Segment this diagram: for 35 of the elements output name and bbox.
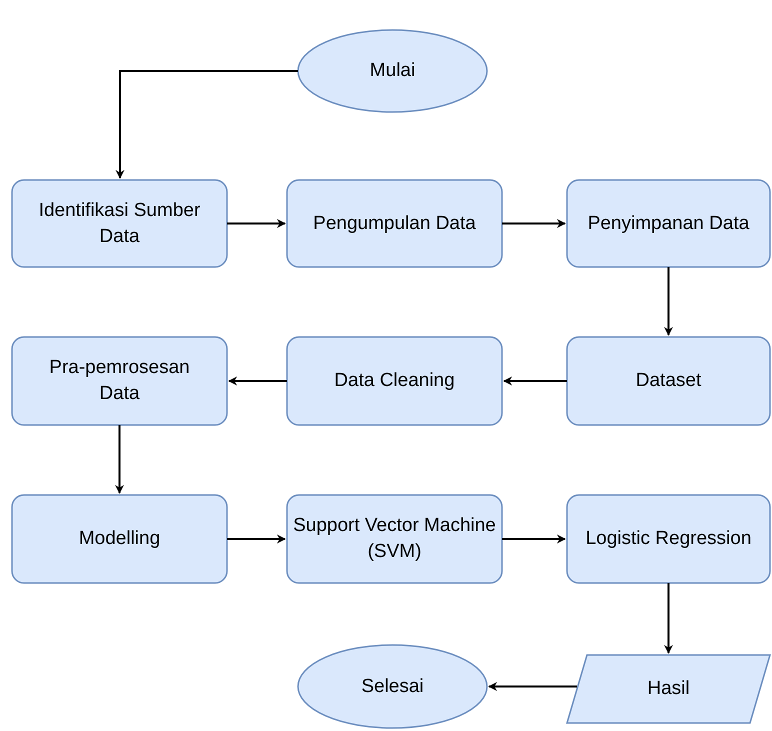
node-label: Logistic Regression [586, 527, 752, 551]
arrow [503, 376, 567, 386]
node-label: Dataset [636, 369, 702, 393]
node-label: Data Cleaning [334, 369, 455, 393]
node-label: Selesai [361, 674, 424, 698]
node-label: Mulai [370, 59, 416, 83]
arrow [664, 583, 673, 654]
process-box [566, 494, 771, 584]
arrow [227, 534, 286, 544]
node-label: Pra-pemrosesan Data [48, 356, 191, 406]
arrow [115, 425, 124, 494]
process-box [566, 336, 771, 426]
process-box [286, 179, 503, 268]
process-box [11, 494, 228, 584]
process-box [11, 179, 228, 268]
node-label: Pengumpulan Data [313, 212, 476, 236]
arrow [116, 70, 298, 179]
terminal-ellipse [297, 29, 488, 113]
process-box [286, 494, 503, 584]
arrow [488, 682, 577, 691]
arrow [502, 219, 566, 228]
data-parallelogram [566, 654, 771, 724]
node-label: Identifikasi Sumber Data [38, 198, 202, 248]
node-label: Hasil [647, 677, 690, 701]
process-box [286, 336, 503, 426]
arrow [227, 219, 286, 228]
process-box [566, 179, 771, 268]
arrow [502, 534, 566, 544]
node-label: Modelling [78, 527, 160, 551]
arrow [228, 376, 287, 386]
node-label: Penyimpanan Data [588, 212, 750, 236]
process-box [11, 336, 228, 426]
arrow [664, 267, 673, 336]
node-label: Support Vector Machine (SVM) [292, 514, 497, 564]
terminal-ellipse [297, 644, 488, 729]
